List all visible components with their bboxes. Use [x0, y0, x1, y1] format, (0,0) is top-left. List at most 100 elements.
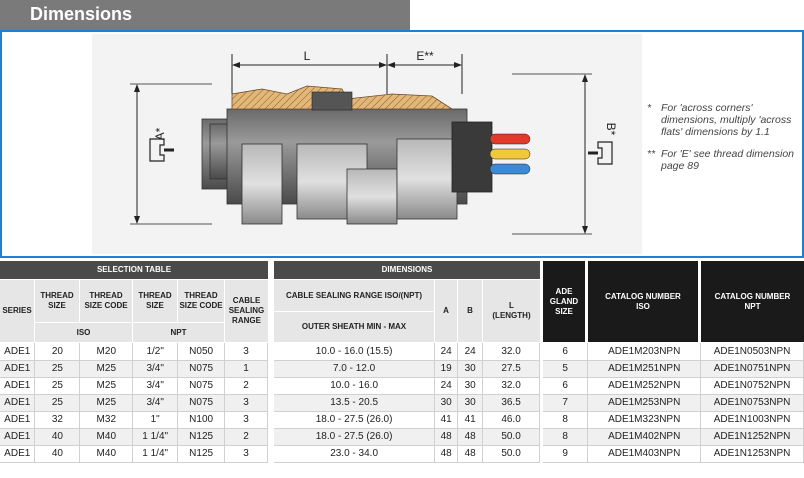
cell-gland: 8 — [543, 411, 589, 429]
cell-iso-code: M40 — [79, 428, 134, 446]
cell-iso-size: 25 — [34, 360, 81, 378]
col-series: SERIES — [0, 280, 34, 342]
cell-npt-size: 3/4" — [132, 377, 179, 395]
cell-iso-code: M25 — [79, 377, 134, 395]
cable-gland-drawing: L E** A* B* — [92, 34, 642, 254]
cell-b: 30 — [457, 377, 484, 395]
cell-gland: 9 — [543, 445, 589, 463]
cell-a: 30 — [434, 394, 459, 412]
cell-range: 10.0 - 16.0 — [274, 377, 436, 395]
col-catalog-iso: CATALOG NUMBER ISO — [588, 261, 698, 342]
col-cable-sealing: CABLE SEALING RANGE — [225, 280, 268, 342]
cell-seal: 3 — [224, 411, 268, 429]
cell-cat-iso: ADE1M402NPN — [587, 428, 702, 446]
col-gland-size: ADE GLAND SIZE — [543, 261, 585, 342]
cell-l: 50.0 — [482, 428, 540, 446]
cell-series: ADE1 — [0, 428, 36, 446]
cell-seal: 1 — [224, 360, 268, 378]
cell-cat-iso: ADE1M253NPN — [587, 394, 702, 412]
notes: * For 'across corners' dimensions, multi… — [647, 102, 797, 182]
col-range-2: OUTER SHEATH MIN - MAX — [274, 312, 434, 342]
cell-b: 24 — [457, 343, 484, 361]
col-iso-thread-size: THREAD SIZE — [35, 280, 79, 322]
cell-npt-size: 1/2" — [132, 343, 179, 361]
cell-npt-code: N075 — [177, 360, 226, 378]
cell-iso-code: M25 — [79, 394, 134, 412]
cell-npt-code: N075 — [177, 394, 226, 412]
cell-cat-npt: ADE1N1003NPN — [700, 411, 804, 429]
cell-range: 13.5 - 20.5 — [274, 394, 436, 412]
group-npt: NPT — [133, 323, 224, 342]
note-item: ** For 'E' see thread dimension page 89 — [647, 148, 797, 172]
note-text: For 'across corners' dimensions, multipl… — [661, 102, 792, 138]
cell-cat-npt: ADE1N1252NPN — [700, 428, 804, 446]
cell-a: 41 — [434, 411, 459, 429]
note-text: For 'E' see thread dimension page 89 — [661, 148, 794, 172]
cell-gland: 6 — [543, 377, 589, 395]
col-iso-thread-code: THREAD SIZE CODE — [80, 280, 132, 322]
cell-b: 41 — [457, 411, 484, 429]
cell-cat-npt: ADE1N1253NPN — [700, 445, 804, 463]
cell-iso-code: M32 — [79, 411, 134, 429]
dimensions-table-title: DIMENSIONS — [274, 261, 540, 279]
cell-npt-code: N100 — [177, 411, 226, 429]
cell-iso-size: 32 — [34, 411, 81, 429]
cell-npt-size: 1" — [132, 411, 179, 429]
cell-b: 30 — [457, 360, 484, 378]
cell-gland: 6 — [543, 343, 589, 361]
cell-cat-iso: ADE1M251NPN — [587, 360, 702, 378]
cell-l: 50.0 — [482, 445, 540, 463]
cell-cat-iso: ADE1M403NPN — [587, 445, 702, 463]
cell-b: 48 — [457, 428, 484, 446]
cell-npt-size: 3/4" — [132, 394, 179, 412]
cell-npt-code: N050 — [177, 343, 226, 361]
cell-iso-size: 40 — [34, 428, 81, 446]
cell-range: 18.0 - 27.5 (26.0) — [274, 428, 436, 446]
cell-a: 24 — [434, 377, 459, 395]
cell-npt-size: 1 1/4" — [132, 428, 179, 446]
cell-npt-size: 1 1/4" — [132, 445, 179, 463]
cell-npt-size: 3/4" — [132, 360, 179, 378]
cell-series: ADE1 — [0, 343, 36, 361]
cell-l: 46.0 — [482, 411, 540, 429]
cell-gland: 5 — [543, 360, 589, 378]
cell-iso-code: M40 — [79, 445, 134, 463]
cell-gland: 8 — [543, 428, 589, 446]
cell-b: 30 — [457, 394, 484, 412]
cell-a: 48 — [434, 445, 459, 463]
col-catalog-npt: CATALOG NUMBER NPT — [701, 261, 804, 342]
cell-iso-size: 20 — [34, 343, 81, 361]
cell-cat-npt: ADE1N0753NPN — [700, 394, 804, 412]
col-npt-thread-size: THREAD SIZE — [133, 280, 177, 322]
cell-l: 32.0 — [482, 343, 540, 361]
cell-iso-code: M20 — [79, 343, 134, 361]
cell-cat-iso: ADE1M323NPN — [587, 411, 702, 429]
col-range-1: CABLE SEALING RANGE ISO/(NPT) — [274, 280, 434, 311]
cell-cat-npt: ADE1N0751NPN — [700, 360, 804, 378]
cell-a: 19 — [434, 360, 459, 378]
cell-series: ADE1 — [0, 411, 36, 429]
cell-iso-size: 40 — [34, 445, 81, 463]
cell-cat-iso: ADE1M203NPN — [587, 343, 702, 361]
col-npt-thread-code: THREAD SIZE CODE — [178, 280, 224, 322]
cell-seal: 2 — [224, 377, 268, 395]
cell-seal: 2 — [224, 428, 268, 446]
